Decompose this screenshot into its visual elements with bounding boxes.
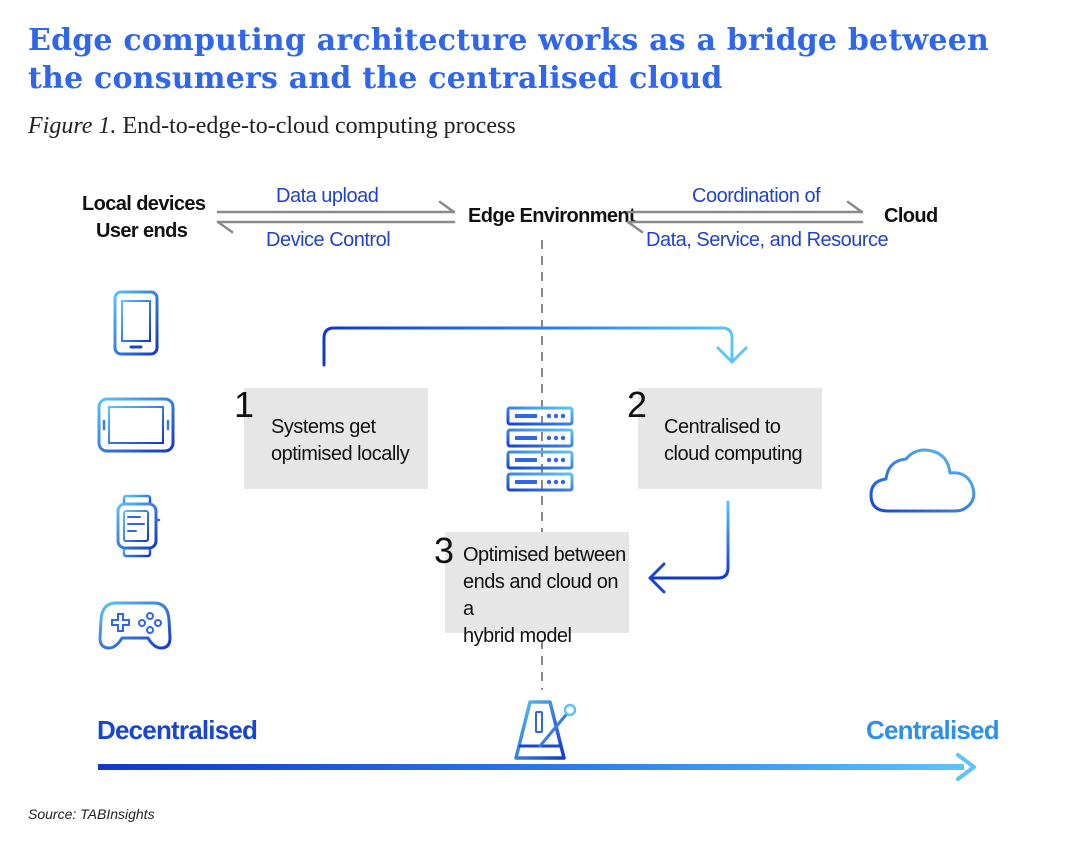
coordination-label-line2: Data, Service, and Resource (646, 229, 889, 251)
step-1-to-2-arrow (322, 326, 734, 367)
step-3-number: 3 (434, 530, 455, 571)
centralised-label: Centralised (866, 715, 1000, 745)
server-icon (506, 406, 574, 492)
cloud-icon (869, 448, 976, 513)
figure-label: Figure 1. (28, 113, 117, 139)
title-line-2: the consumers and the centralised cloud (28, 61, 723, 96)
step-1-box: Systems get optimised locally (244, 388, 428, 489)
title-line-1: Edge computing architecture works as a b… (28, 23, 989, 58)
page-title: Edge computing architecture works as a b… (28, 22, 1068, 98)
step-3-box: Optimised between ends and cloud on a hy… (445, 532, 629, 647)
step-2-to-3-arrowhead (648, 562, 666, 594)
gamepad-icon (98, 601, 172, 650)
figure-caption: Figure 1. End-to-edge-to-cloud computing… (28, 113, 516, 140)
local-devices-label: Local devices User ends (82, 193, 206, 242)
step-2-box: Centralised to cloud computing (638, 388, 822, 489)
step-2-to-3-arrow (648, 500, 730, 580)
edge-environment-label: Edge Environment (468, 205, 636, 227)
scale-bar (98, 764, 964, 770)
edge-cloud-arrow (626, 200, 864, 234)
tablet-icon (97, 397, 175, 453)
figure-caption-text: End-to-edge-to-cloud computing process (122, 113, 516, 139)
coordination-label-line1: Coordination of (692, 185, 821, 207)
metronome-icon (514, 700, 577, 760)
cloud-label: Cloud (884, 205, 938, 227)
smartphone-icon (113, 290, 159, 356)
data-upload-label: Data upload (276, 185, 379, 207)
smartwatch-icon (116, 494, 161, 558)
scale-arrowhead (956, 753, 976, 781)
step-1-number: 1 (234, 384, 255, 425)
local-edge-arrow (216, 200, 456, 234)
source-note: Source: TABInsights (28, 806, 155, 822)
device-control-label: Device Control (266, 229, 391, 251)
step-2-number: 2 (627, 384, 648, 425)
decentralised-label: Decentralised (97, 715, 258, 745)
step-1-to-2-arrowhead (716, 346, 748, 364)
